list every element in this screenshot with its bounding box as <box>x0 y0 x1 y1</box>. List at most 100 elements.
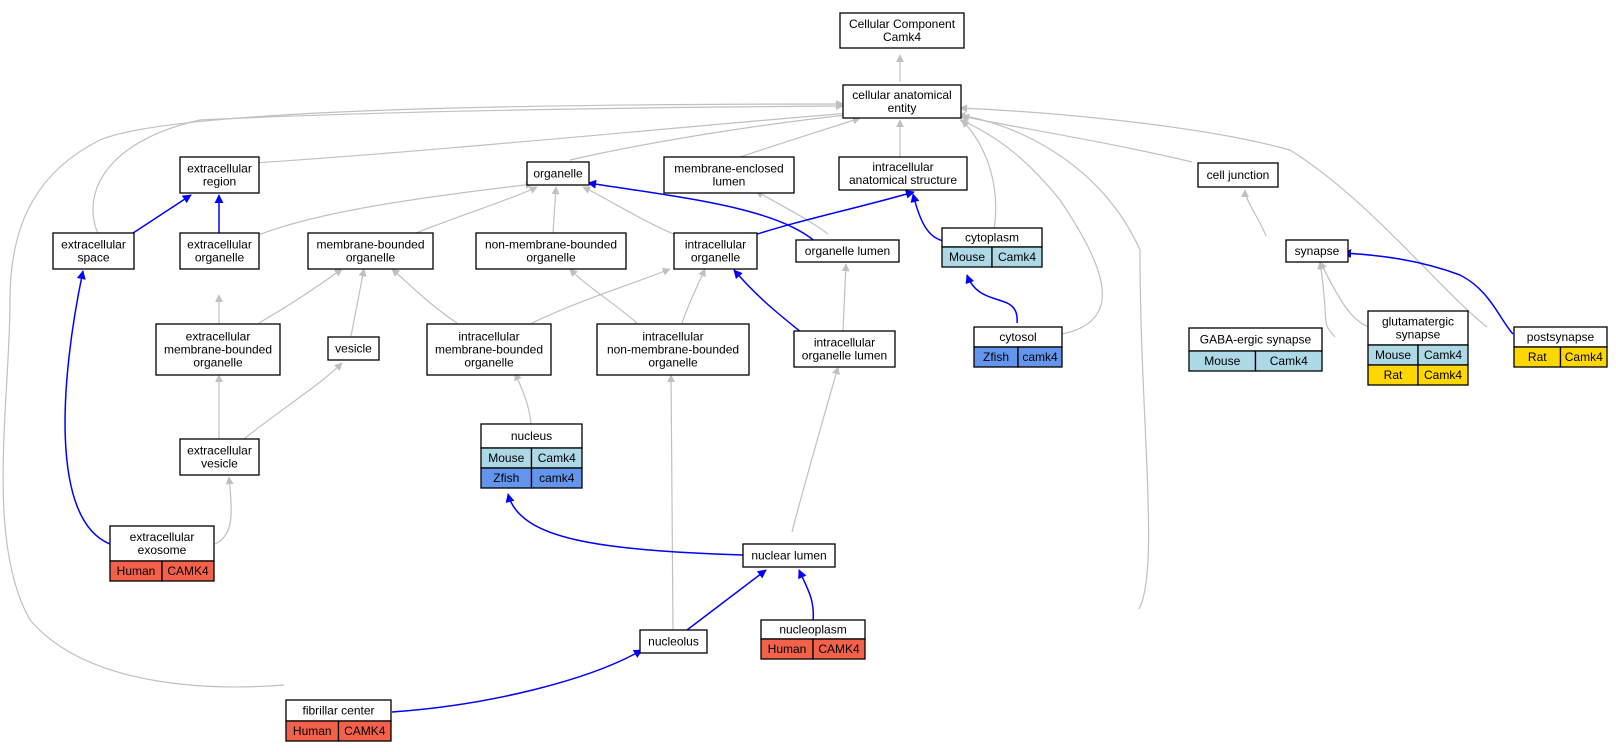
node-label: glutamatergic <box>1382 315 1454 329</box>
node-label: organelle <box>533 167 583 181</box>
gene-label: Camk4 <box>1424 368 1462 382</box>
node-cell-junction[interactable]: cell junction <box>1197 162 1279 188</box>
node-label: vesicle <box>335 342 372 356</box>
node-label: intracellular <box>458 330 519 344</box>
node-label: intracellular <box>872 160 933 174</box>
node-box <box>842 84 962 119</box>
node-organelle[interactable]: organelle <box>526 161 590 186</box>
node-label: postsynapse <box>1527 330 1595 344</box>
node-label: synapse <box>1396 328 1441 342</box>
gene-label: CAMK4 <box>167 564 209 578</box>
node-organelle-lumen[interactable]: organelle lumen <box>795 239 900 263</box>
node-label: Camk4 <box>883 30 921 44</box>
node-label: vesicle <box>201 457 238 471</box>
node-box <box>673 232 758 270</box>
gene-cell: CAMK4 <box>337 720 392 742</box>
node-box <box>1367 310 1469 346</box>
node-label: anatomical structure <box>849 173 957 187</box>
node-label: extracellular <box>187 162 252 176</box>
species-label: Human <box>768 642 807 656</box>
gene-cell: CAMK4 <box>161 560 215 582</box>
species-label: Human <box>117 564 156 578</box>
species-cell: Human <box>285 720 340 742</box>
gene-cell: Camk4 <box>1417 344 1469 366</box>
gene-cell: camk4 <box>530 467 583 489</box>
node-label: non-membrane-bounded <box>485 238 617 252</box>
node-label: nucleus <box>511 429 552 443</box>
node-synapse[interactable]: synapse <box>1285 239 1349 263</box>
node-box <box>155 323 281 376</box>
gene-swatch <box>530 467 583 489</box>
node-box <box>742 543 836 568</box>
node-label: region <box>203 175 236 189</box>
gene-cell: Camk4 <box>1417 364 1469 386</box>
node-box <box>793 330 896 368</box>
node-label: organelle <box>193 356 243 370</box>
gene-swatch <box>991 246 1043 268</box>
node-label: extracellular <box>187 444 252 458</box>
node-label: space <box>77 251 109 265</box>
node-vesicle[interactable]: vesicle <box>327 336 380 361</box>
node-label: fibrillar center <box>302 704 374 718</box>
gene-cell: camk4 <box>1017 346 1063 368</box>
node-box <box>179 156 260 194</box>
gene-swatch <box>161 560 215 582</box>
node-label: intracellular <box>642 330 703 344</box>
species-label: Mouse <box>949 250 985 264</box>
node-nucleolus[interactable]: nucleolus <box>639 629 708 654</box>
node-label: intracellular <box>685 238 746 252</box>
gene-swatch <box>1254 350 1323 372</box>
node-label: membrane-bounded <box>164 343 272 357</box>
node-intracellular-non-membrane-bounded-organelle[interactable]: intracellularnon-membrane-boundedorganel… <box>596 323 750 376</box>
species-label: Mouse <box>1375 348 1411 362</box>
node-box <box>838 156 968 191</box>
gene-cell: Camk4 <box>1559 346 1608 368</box>
node-label: membrane-bounded <box>316 238 424 252</box>
node-label: nucleoplasm <box>779 623 846 637</box>
gene-cell: Camk4 <box>530 447 583 469</box>
gene-cell: Camk4 <box>1254 350 1323 372</box>
node-label: extracellular <box>186 330 251 344</box>
gene-label: CAMK4 <box>818 642 860 656</box>
node-label: organelle <box>648 356 698 370</box>
species-label: Rat <box>1528 350 1547 364</box>
node-label: membrane-bounded <box>435 343 543 357</box>
node-label: nucleolus <box>648 635 699 649</box>
species-cell: Zfish <box>973 346 1019 368</box>
node-label: nuclear lumen <box>751 549 826 563</box>
node-box <box>1197 162 1279 188</box>
node-label: extracellular <box>61 238 126 252</box>
node-nuclear-lumen[interactable]: nuclear lumen <box>742 543 836 568</box>
species-cell: Mouse <box>1367 344 1419 366</box>
gene-swatch <box>812 638 866 660</box>
node-box <box>109 525 215 562</box>
species-label: Mouse <box>1204 354 1240 368</box>
gene-label: Camk4 <box>1565 350 1603 364</box>
node-label: exosome <box>138 543 187 557</box>
annotation-path-edges <box>64 179 1514 713</box>
